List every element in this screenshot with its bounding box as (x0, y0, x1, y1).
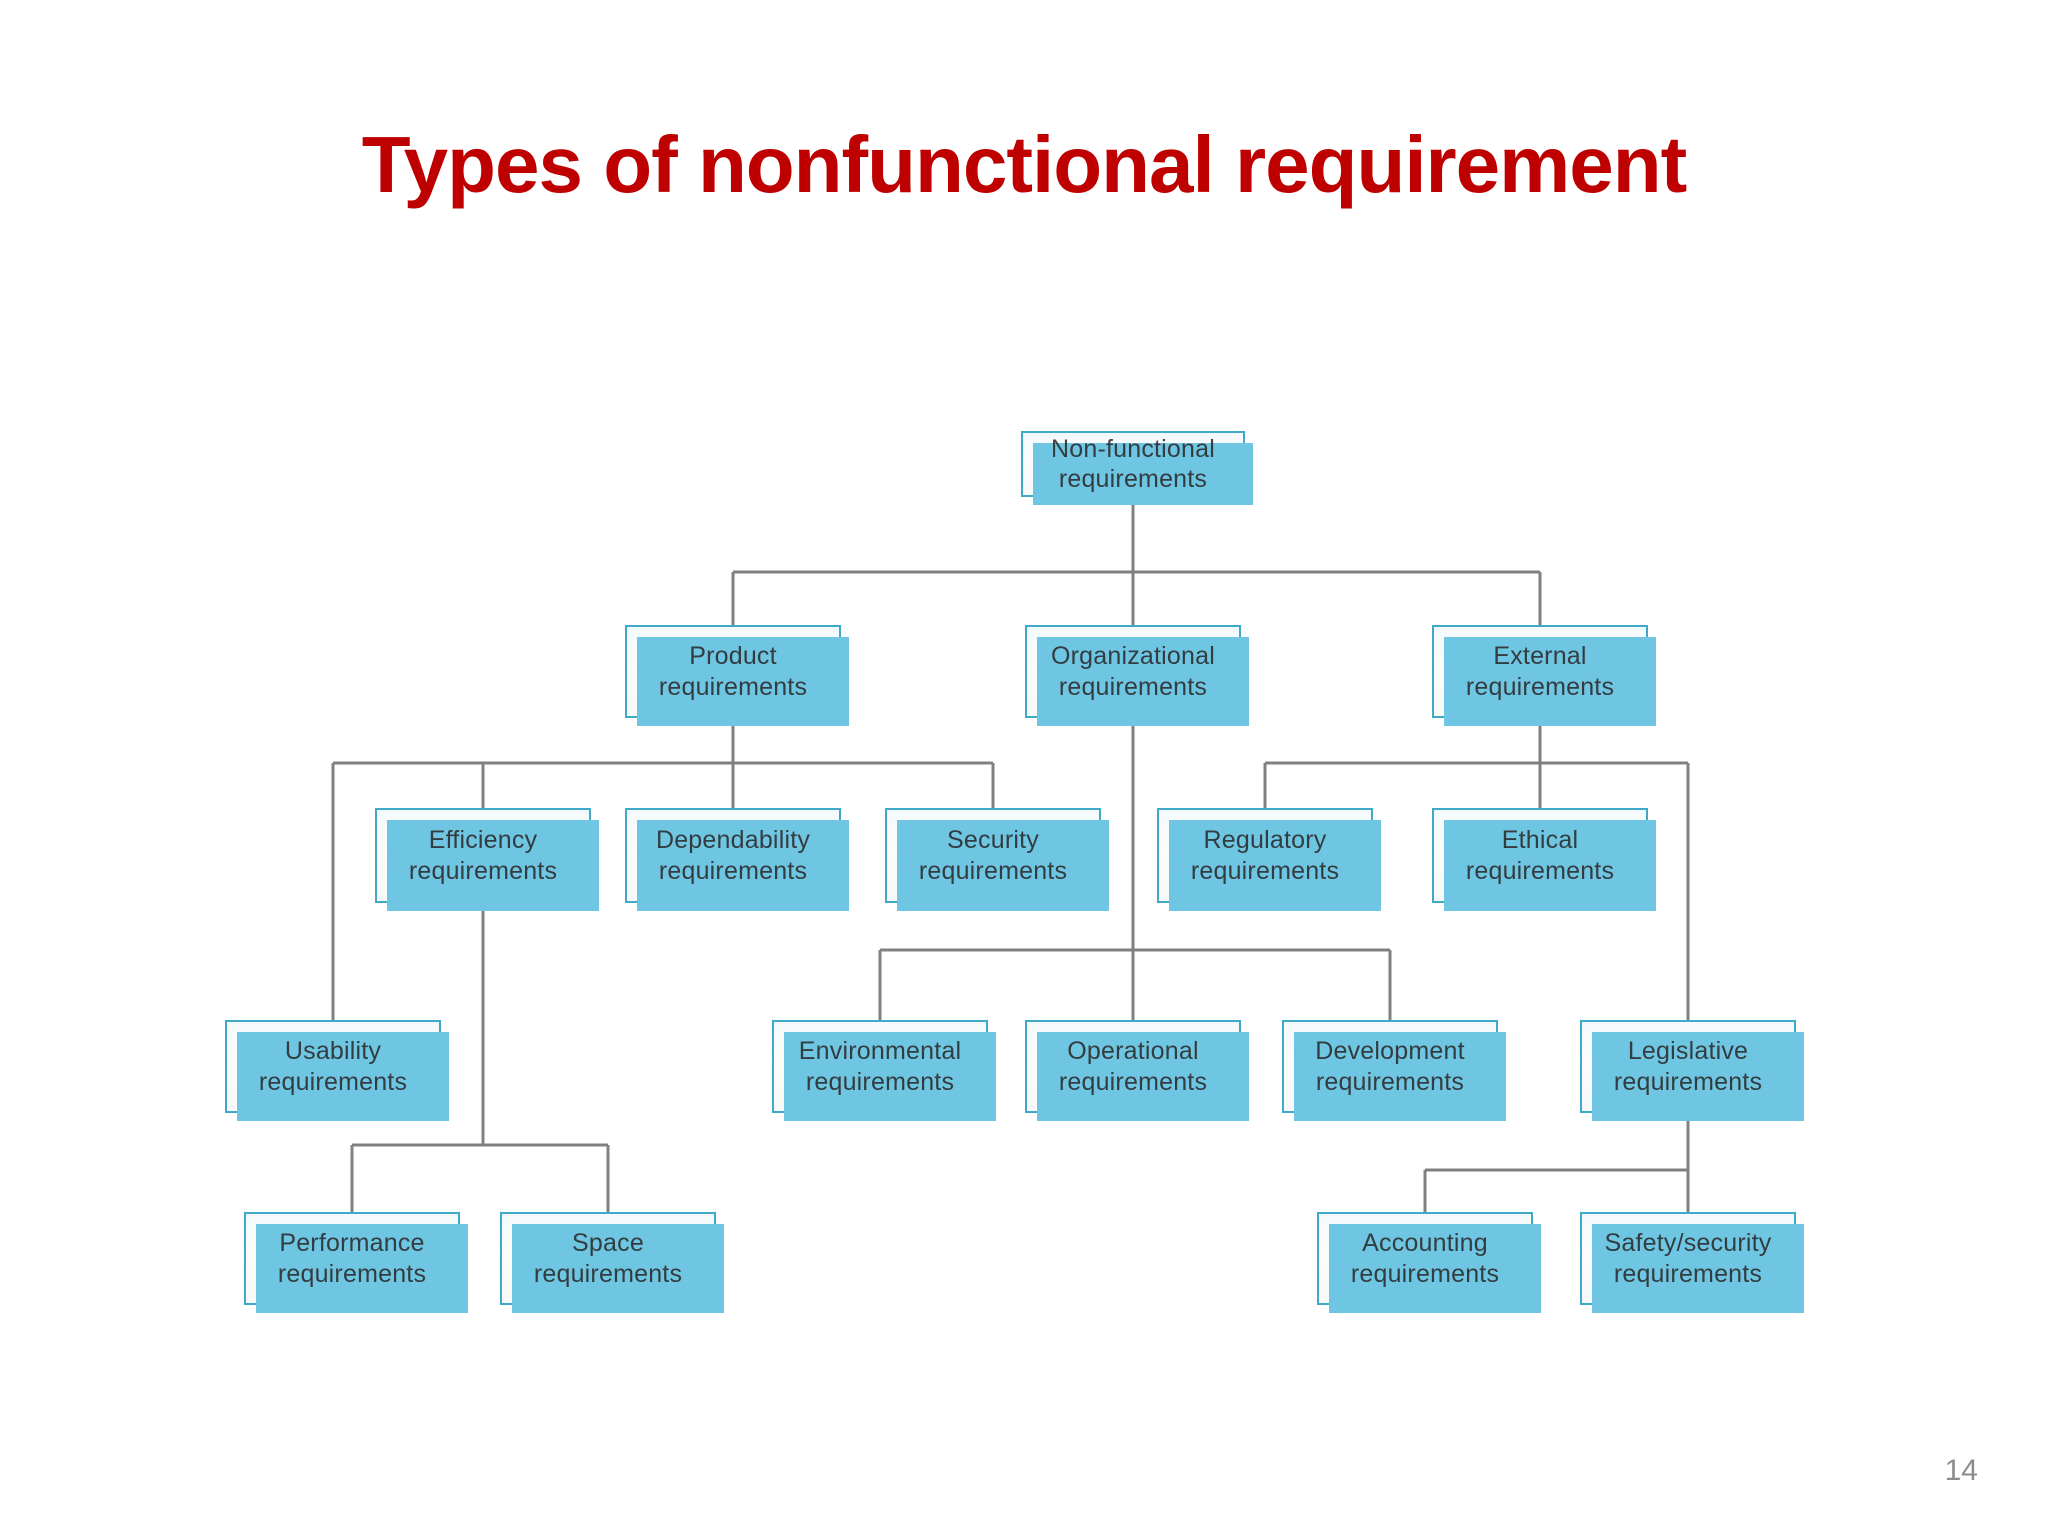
node-label-line1: Efficiency (428, 826, 538, 854)
node-dependability-requirements[interactable]: Dependability requirements (625, 808, 849, 911)
node-non-functional-requirements[interactable]: Non-functional requirements (1021, 431, 1253, 505)
node-label-line2: requirements (1465, 672, 1615, 701)
node-label-line1: Dependability (655, 826, 811, 854)
node-label-line2: requirements (1350, 1259, 1500, 1288)
node-label-line1: External (1493, 642, 1587, 670)
node-legislative-requirements[interactable]: Legislative requirements (1580, 1020, 1804, 1121)
node-label-line1: Performance (279, 1229, 425, 1257)
page-title: Types of nonfunctional requirement (361, 120, 1688, 209)
node-accounting-requirements[interactable]: Accounting requirements (1317, 1212, 1541, 1313)
node-label-line1: Operational (1067, 1037, 1199, 1065)
node-label-line2: requirements (258, 1067, 408, 1096)
node-label-line2: requirements (277, 1259, 427, 1288)
node-label-line2: requirements (658, 856, 808, 885)
node-label-line1: Ethical (1501, 826, 1579, 854)
node-safety-security-requirements[interactable]: Safety/security requirements (1580, 1212, 1804, 1313)
node-label-line2: requirements (1058, 1067, 1208, 1096)
node-label-line1: Accounting (1362, 1229, 1488, 1257)
node-label-line1: Non-functional (1050, 434, 1215, 463)
node-regulatory-requirements[interactable]: Regulatory requirements (1157, 808, 1381, 911)
node-organizational-requirements[interactable]: Organizational requirements (1025, 625, 1249, 726)
node-development-requirements[interactable]: Development requirements (1282, 1020, 1506, 1121)
node-label-line2: requirements (805, 1067, 955, 1096)
node-label-line1: Organizational (1050, 642, 1215, 670)
node-product-requirements[interactable]: Product requirements (625, 625, 849, 726)
page-number: 14 (1944, 1454, 1978, 1487)
node-label-line1: Development (1315, 1037, 1465, 1065)
node-label-line2: requirements (1190, 856, 1340, 885)
node-label-line1: Product (689, 642, 777, 670)
node-label-line2: requirements (658, 672, 808, 701)
node-label-line1: Regulatory (1203, 826, 1327, 854)
node-environmental-requirements[interactable]: Environmental requirements (772, 1020, 996, 1121)
node-label-line2: requirements (1465, 856, 1615, 885)
node-label-line1: Usability (284, 1037, 382, 1065)
node-label-line1: Security (947, 826, 1039, 854)
node-label-line1: Space (572, 1229, 644, 1257)
node-label-line2: requirements (1613, 1259, 1763, 1288)
node-security-requirements[interactable]: Security requirements (885, 808, 1109, 911)
node-label-line1: Environmental (798, 1037, 962, 1065)
node-label-line2: requirements (918, 856, 1068, 885)
node-label-line2: requirements (1058, 465, 1208, 493)
node-usability-requirements[interactable]: Usability requirements (225, 1020, 449, 1121)
node-label-line2: requirements (533, 1259, 683, 1288)
node-efficiency-requirements[interactable]: Efficiency requirements (375, 808, 599, 911)
node-label-line2: requirements (1613, 1067, 1763, 1096)
node-label-line1: Legislative (1627, 1037, 1749, 1065)
node-ethical-requirements[interactable]: Ethical requirements (1432, 808, 1656, 911)
node-performance-requirements[interactable]: Performance requirements (244, 1212, 468, 1313)
node-label-line1: Safety/security (1604, 1229, 1772, 1257)
node-label-line2: requirements (1315, 1067, 1465, 1096)
node-operational-requirements[interactable]: Operational requirements (1025, 1020, 1249, 1121)
node-label-line2: requirements (408, 856, 558, 885)
node-label-line2: requirements (1058, 672, 1208, 701)
node-space-requirements[interactable]: Space requirements (500, 1212, 724, 1313)
node-external-requirements[interactable]: External requirements (1432, 625, 1656, 726)
